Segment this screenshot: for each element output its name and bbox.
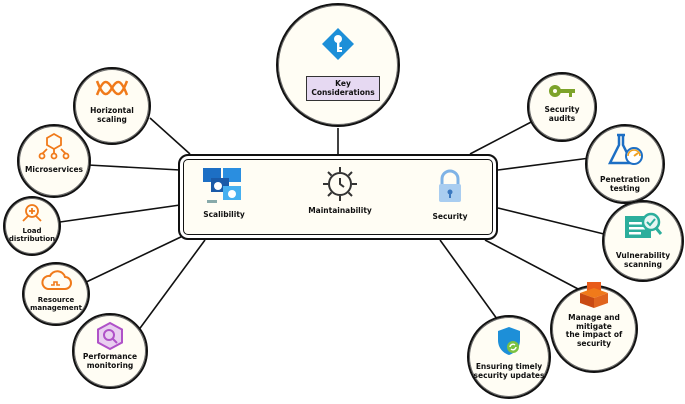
horizontal-scaling-label: Horizontal scaling: [90, 106, 134, 124]
performance-monitoring-label: Performance monitoring: [82, 352, 138, 370]
wave-scaling-icon: [95, 77, 129, 103]
security-updates-node: Ensuring timely security updates: [467, 315, 551, 399]
load-balancer-icon: [20, 203, 44, 227]
key-diamond-icon: [321, 27, 355, 65]
security-audits-node: Security audits: [527, 72, 597, 142]
manage-mitigate-label: Manage and mitigate the impact of securi…: [565, 313, 623, 348]
scan-document-icon: [623, 210, 663, 246]
penetration-testing-label: Penetration testing: [599, 175, 650, 193]
vulnerability-scanning-label: Vulnerability scanning: [615, 251, 671, 269]
maintainability-item: Maintainability: [305, 164, 375, 215]
gear-clock-icon: [323, 167, 357, 201]
maintainability-label: Maintainability: [308, 206, 372, 215]
security-audits-label: Security audits: [544, 105, 580, 123]
key-considerations-label: Key Considerations: [306, 76, 380, 101]
security-updates-label: Ensuring timely security updates: [473, 362, 545, 380]
resource-management-node: Resource management: [22, 262, 90, 326]
orange-block-icon: [578, 281, 610, 313]
scalability-icon: [203, 168, 241, 203]
flask-gauge-icon: [605, 132, 645, 172]
security-item: Security: [420, 168, 480, 221]
load-distribution-node: Load distribution: [3, 196, 61, 256]
padlock-icon: [439, 169, 461, 202]
key-icon: [547, 82, 577, 104]
microservices-node: Microservices: [17, 124, 91, 198]
manage-mitigate-node: Manage and mitigate the impact of securi…: [550, 282, 638, 373]
penetration-testing-node: Penetration testing: [585, 124, 665, 204]
microservices-icon: [37, 132, 71, 164]
hub-box: Scalibility Maintainability Security: [178, 154, 498, 240]
resource-management-label: Resource management: [30, 296, 82, 313]
vulnerability-scanning-node: Vulnerability scanning: [602, 200, 684, 282]
horizontal-scaling-node: Horizontal scaling: [73, 67, 151, 145]
cloud-resource-icon: [40, 270, 72, 296]
performance-monitoring-node: Performance monitoring: [72, 313, 148, 389]
monitoring-hexagon-icon: [95, 321, 125, 355]
scalability-label: Scalibility: [203, 210, 245, 219]
load-distribution-label: Load distribution: [8, 227, 56, 244]
scalability-item: Scalibility: [194, 166, 254, 219]
microservices-label: Microservices: [24, 165, 84, 174]
security-label: Security: [432, 212, 468, 221]
key-considerations-node: [276, 3, 400, 127]
shield-update-icon: [495, 325, 523, 361]
